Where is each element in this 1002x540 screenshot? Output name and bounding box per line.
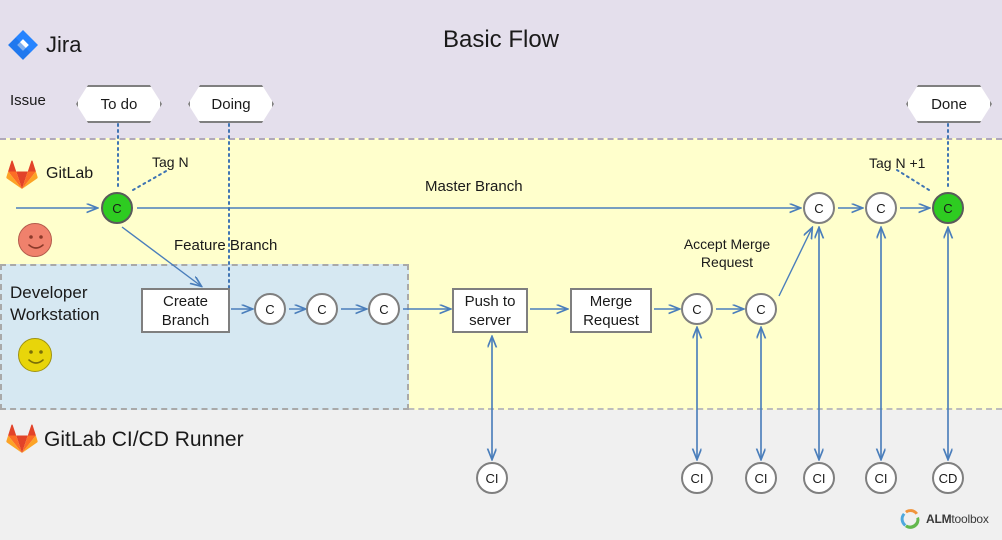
feature-commit-2[interactable]: C — [368, 293, 400, 325]
feature-commit-3[interactable]: C — [681, 293, 713, 325]
runner-job-ci-1[interactable]: CI — [681, 462, 713, 494]
page-title: Basic Flow — [442, 26, 560, 53]
almtoolbox-watermark: ALMtoolbox — [898, 505, 996, 533]
runner-job-ci-2[interactable]: CI — [745, 462, 777, 494]
accept-merge-request-label: Accept Merge Request — [683, 236, 771, 270]
master-branch-label: Master Branch — [425, 178, 523, 195]
master-commit-3[interactable]: C — [932, 192, 964, 224]
unhappy-developer-icon — [18, 223, 52, 257]
process-merge-request[interactable]: Merge Request — [570, 288, 652, 333]
tag-start-label: Tag N — [152, 154, 189, 170]
process-create-branch[interactable]: Create Branch — [141, 288, 230, 333]
almtoolbox-text: ALMtoolbox — [926, 512, 989, 526]
tag-end-label: Tag N +1 — [869, 155, 926, 171]
jira-label: Jira — [46, 32, 82, 57]
developer-workstation-label: Developer Workstation — [10, 283, 100, 324]
runner-job-ci-0[interactable]: CI — [476, 462, 508, 494]
master-commit-2[interactable]: C — [865, 192, 897, 224]
feature-commit-4[interactable]: C — [745, 293, 777, 325]
feature-commit-0[interactable]: C — [254, 293, 286, 325]
jira-status-todo[interactable]: To do — [76, 85, 162, 123]
feature-commit-1[interactable]: C — [306, 293, 338, 325]
swimlane-jira — [0, 0, 1002, 138]
gitlab-runner-label: GitLab CI/CD Runner — [44, 428, 244, 451]
gitlab-runner-logo-icon — [6, 424, 38, 453]
almtoolbox-logo-icon — [900, 509, 920, 529]
jira-status-done[interactable]: Done — [906, 85, 992, 123]
jira-logo-icon — [8, 30, 38, 60]
gitlab-logo-icon — [6, 160, 38, 189]
runner-job-ci-3[interactable]: CI — [803, 462, 835, 494]
issue-row-label: Issue — [10, 92, 46, 109]
feature-branch-label: Feature Branch — [174, 237, 278, 254]
master-commit-0[interactable]: C — [101, 192, 133, 224]
process-push-to-server[interactable]: Push to server — [452, 288, 528, 333]
gitlab-label: GitLab — [46, 165, 94, 182]
runner-job-cd-5[interactable]: CD — [932, 462, 964, 494]
runner-job-ci-4[interactable]: CI — [865, 462, 897, 494]
master-commit-1[interactable]: C — [803, 192, 835, 224]
jira-status-doing[interactable]: Doing — [188, 85, 274, 123]
happy-developer-icon — [18, 338, 52, 372]
